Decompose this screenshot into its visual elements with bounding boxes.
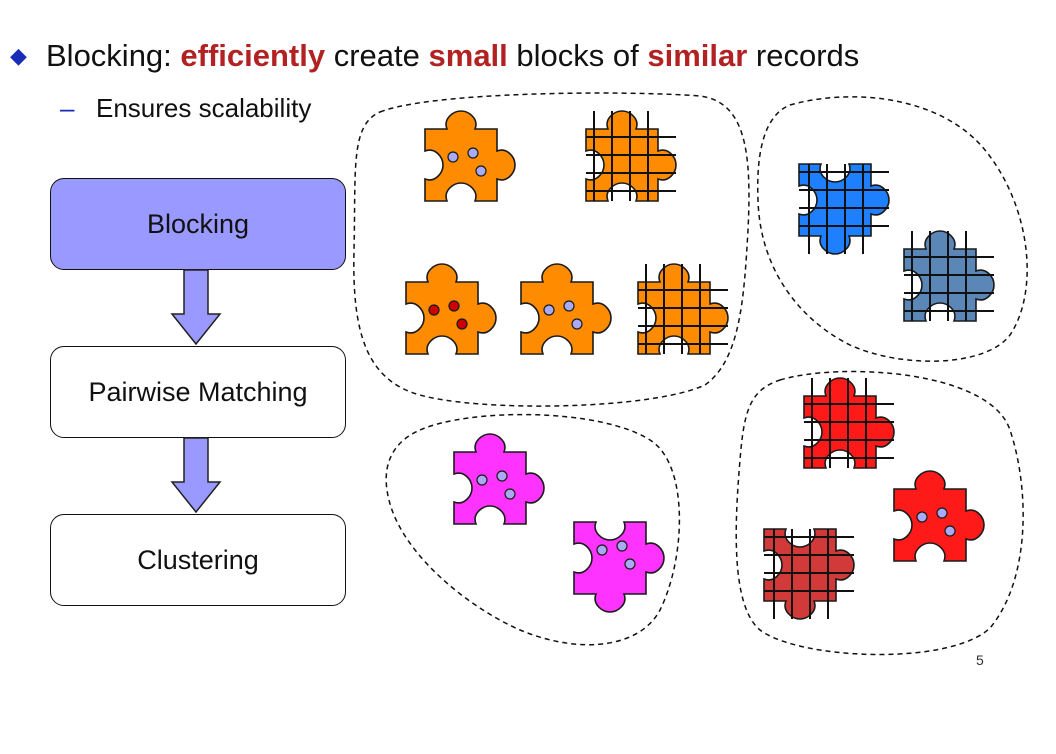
puzzle-piece-icon: [637, 263, 729, 355]
puzzle-piece-icon: [893, 470, 985, 562]
puzzle-piece-icon: [763, 528, 855, 620]
title-part: records: [747, 38, 860, 73]
down-arrow-icon: [170, 269, 222, 346]
diamond-bullet-icon: ◆: [10, 43, 27, 68]
puzzle-piece-icon: [585, 110, 677, 202]
stage-label: Blocking: [146, 208, 250, 239]
dash-bullet-icon: –: [60, 93, 75, 123]
puzzle-piece-icon: [903, 230, 995, 322]
blue-block-outline: [756, 96, 1028, 362]
red-block-outline: [735, 370, 1024, 656]
slide-title: ◆ Blocking: efficiently create small bloc…: [10, 38, 859, 74]
title-part: Blocking:: [46, 38, 181, 73]
stage-blocking: Blocking: [50, 178, 346, 270]
puzzle-piece-icon: [405, 263, 497, 355]
sub-bullet: –Ensures scalability: [60, 93, 311, 124]
title-highlight: efficiently: [180, 38, 326, 73]
puzzle-piece-icon: [803, 377, 895, 469]
stage-label: Clustering: [137, 544, 259, 575]
puzzle-piece-icon: [453, 433, 545, 525]
puzzle-piece-icon: [424, 110, 516, 202]
stage-label: Pairwise Matching: [88, 376, 308, 407]
title-part: blocks of: [507, 38, 648, 73]
page-number: 5: [976, 652, 984, 668]
sub-bullet-text: Ensures scalability: [96, 93, 312, 123]
puzzle-piece-icon: [573, 521, 665, 613]
stage-pairwise-matching: Pairwise Matching: [50, 346, 346, 438]
magenta-block-outline: [385, 413, 681, 646]
down-arrow-icon: [170, 437, 222, 514]
title-highlight: small: [428, 38, 508, 73]
title-part: create: [325, 38, 429, 73]
puzzle-piece-icon: [520, 263, 612, 355]
title-highlight: similar: [647, 38, 748, 73]
orange-block-outline: [353, 92, 750, 407]
stage-clustering: Clustering: [50, 514, 346, 606]
puzzle-piece-icon: [798, 163, 890, 255]
